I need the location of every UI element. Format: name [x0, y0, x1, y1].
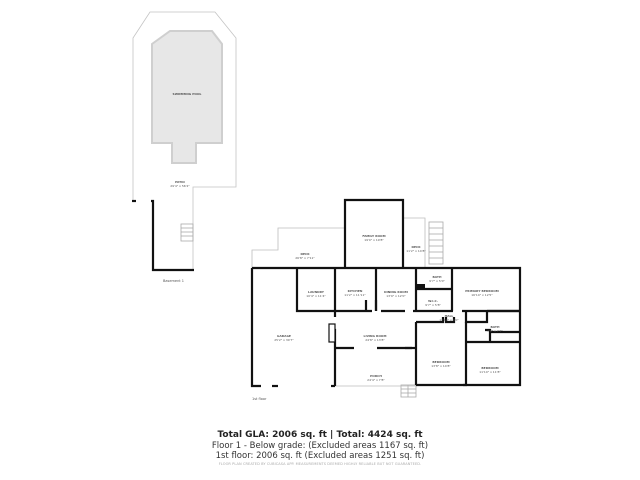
disclaimer: FLOOR PLAN CREATED BY CUBICASA APP. MEAS…: [218, 462, 422, 466]
room-label-swimming-pool: SWIMMING POOL: [172, 92, 202, 96]
first-floor-walls: [250, 198, 522, 388]
summary-total-gla: Total GLA: 2006 sq. ft | Total: 4424 sq.…: [217, 430, 423, 440]
room-label-wic: W.I.C.9'7" x 5'8": [425, 299, 441, 307]
floor-label-basement: Basement 1: [163, 279, 185, 283]
basement-walls: [132, 199, 194, 272]
summary-below-grade: Floor 1 - Below grade: (Excluded areas 1…: [211, 441, 429, 451]
deck-outlines: [251, 217, 444, 398]
summary-first-floor: 1st floor: 2006 sq. ft (Excluded areas 1…: [215, 451, 425, 461]
basement-plan: [132, 11, 237, 270]
swimming-pool: [151, 30, 223, 164]
floor-label-first: 1st floor: [252, 397, 267, 401]
